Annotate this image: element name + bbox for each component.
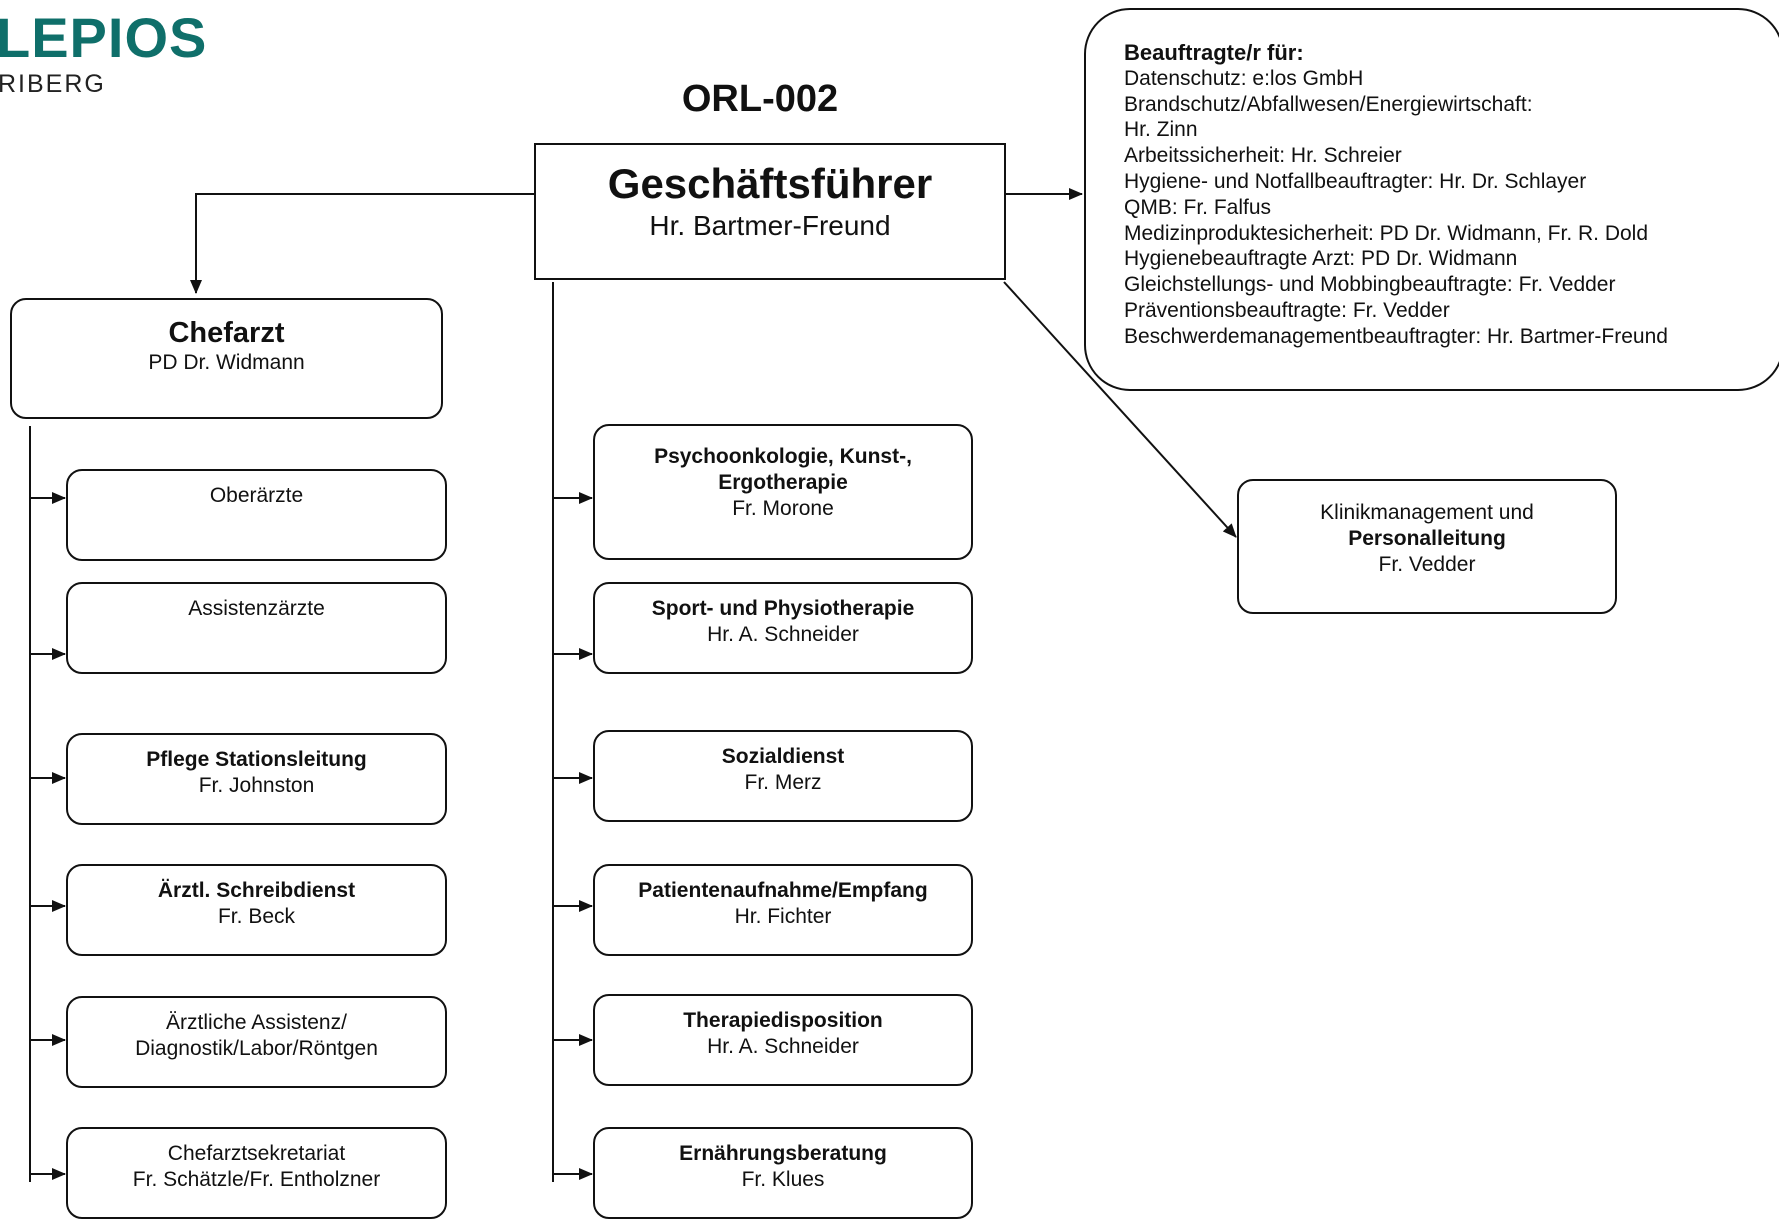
klinikmanagement-box: Klinikmanagement und Personalleitung Fr.… bbox=[1237, 479, 1617, 614]
box-text: Chefarztsekretariat bbox=[167, 1142, 346, 1165]
beauftragte-line: Arbeitssicherheit: Hr. Schreier bbox=[1124, 144, 1402, 168]
box-text: Fr. Merz bbox=[744, 771, 822, 794]
box-text: Hr. A. Schneider bbox=[707, 623, 859, 646]
klinik-name: Fr. Vedder bbox=[1378, 553, 1476, 576]
beauftragte-line: Gleichstellungs- und Mobbingbeauftragte:… bbox=[1124, 273, 1616, 297]
chefarztsekretariat-box: Chefarztsekretariat Fr. Schätzle/Fr. Ent… bbox=[66, 1127, 447, 1219]
document-code: ORL-002 bbox=[681, 78, 839, 120]
box-title: Ergotherapie bbox=[718, 471, 848, 494]
gf-title: Geschäftsführer bbox=[607, 160, 933, 207]
chefarzt-name: PD Dr. Widmann bbox=[148, 351, 305, 374]
box-text: Fr. Morone bbox=[732, 497, 834, 520]
box-text: Assistenzärzte bbox=[188, 597, 325, 620]
beauftragte-line: Beschwerdemanagementbeauftragter: Hr. Ba… bbox=[1124, 324, 1668, 348]
connector-gf-chefarzt bbox=[190, 193, 534, 294]
box-text: Fr. Schätzle/Fr. Entholzner bbox=[132, 1168, 381, 1191]
physiotherapie-box: Sport- und Physiotherapie Hr. A. Schneid… bbox=[593, 582, 973, 674]
beauftragte-heading: Beauftragte/r für: bbox=[1124, 40, 1304, 65]
geschaeftsfuehrer-box: Geschäftsführer Hr. Bartmer-Freund bbox=[534, 143, 1006, 280]
ernaehrungsberatung-box: Ernährungsberatung Fr. Klues bbox=[593, 1127, 973, 1219]
sozialdienst-box: Sozialdienst Fr. Merz bbox=[593, 730, 973, 822]
chefarzt-title: Chefarzt bbox=[168, 317, 285, 349]
box-title: Pflege Stationsleitung bbox=[146, 748, 367, 771]
assistenzaerzte-box: Assistenzärzte bbox=[66, 582, 447, 674]
beauftragte-line: Hygienebeauftragte Arzt: PD Dr. Widmann bbox=[1124, 247, 1518, 271]
box-title: Therapiedisposition bbox=[683, 1009, 883, 1032]
beauftragte-box: Beauftragte/r für: Datenschutz: e:los Gm… bbox=[1084, 8, 1779, 391]
box-text: Fr. Beck bbox=[217, 905, 296, 928]
box-text: Hr. Fichter bbox=[734, 905, 832, 928]
beauftragte-line: Datenschutz: e:los GmbH bbox=[1124, 66, 1364, 90]
beauftragte-line: Hr. Zinn bbox=[1124, 118, 1198, 142]
oberaerzte-box: Oberärzte bbox=[66, 469, 447, 561]
schreibdienst-box: Ärztl. Schreibdienst Fr. Beck bbox=[66, 864, 447, 956]
box-title: Psychoonkologie, Kunst-, bbox=[654, 445, 912, 468]
box-text: Oberärzte bbox=[209, 484, 304, 507]
box-text: Hr. A. Schneider bbox=[707, 1035, 859, 1058]
connector-gf-klinik bbox=[1003, 281, 1237, 538]
klinik-title: Personalleitung bbox=[1348, 527, 1506, 550]
box-title: Patientenaufnahme/Empfang bbox=[638, 879, 928, 902]
pflege-box: Pflege Stationsleitung Fr. Johnston bbox=[66, 733, 447, 825]
gf-name: Hr. Bartmer-Freund bbox=[649, 210, 891, 241]
box-text: Fr. Klues bbox=[741, 1168, 825, 1191]
beauftragte-line: Brandschutz/Abfallwesen/Energiewirtschaf… bbox=[1124, 92, 1533, 116]
box-title: Ernährungsberatung bbox=[679, 1142, 887, 1165]
therapiedisposition-box: Therapiedisposition Hr. A. Schneider bbox=[593, 994, 973, 1086]
aerztliche-assistenz-box: Ärztliche Assistenz/ Diagnostik/Labor/Rö… bbox=[66, 996, 447, 1088]
beauftragte-line: Hygiene- und Notfallbeauftragter: Hr. Dr… bbox=[1124, 169, 1587, 193]
patientenaufnahme-box: Patientenaufnahme/Empfang Hr. Fichter bbox=[593, 864, 973, 956]
psychoonkologie-box: Psychoonkologie, Kunst-, Ergotherapie Fr… bbox=[593, 424, 973, 560]
chefarzt-box: Chefarzt PD Dr. Widmann bbox=[10, 298, 443, 419]
box-title: Ärztl. Schreibdienst bbox=[157, 879, 356, 902]
klinik-line: Klinikmanagement und bbox=[1320, 501, 1534, 524]
beauftragte-line: Medizinproduktesicherheit: PD Dr. Widman… bbox=[1124, 221, 1649, 245]
logo-wordmark: LEPIOS bbox=[0, 6, 208, 69]
box-text: Ärztliche Assistenz/ bbox=[166, 1011, 347, 1034]
box-title: Sozialdienst bbox=[721, 745, 845, 768]
box-text: Fr. Johnston bbox=[198, 774, 315, 797]
box-title: Sport- und Physiotherapie bbox=[651, 597, 915, 620]
logo-subtitle: RIBERG bbox=[0, 70, 106, 98]
box-text: Diagnostik/Labor/Röntgen bbox=[135, 1037, 378, 1060]
beauftragte-line: QMB: Fr. Falfus bbox=[1124, 195, 1272, 219]
beauftragte-line: Präventionsbeauftragte: Fr. Vedder bbox=[1124, 298, 1450, 322]
